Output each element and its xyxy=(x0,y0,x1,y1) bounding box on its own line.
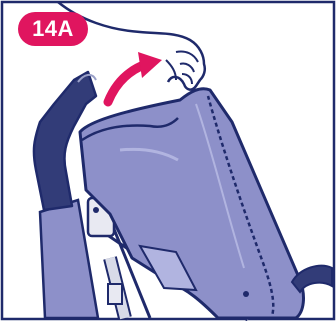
step-badge: 14A xyxy=(18,12,88,46)
